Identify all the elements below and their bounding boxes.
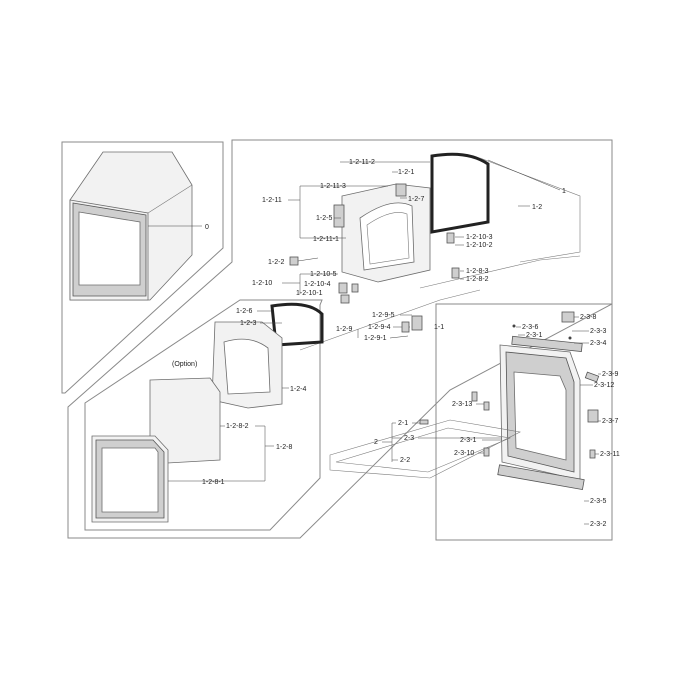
label-2-3-5: 2-3-5 <box>590 498 606 505</box>
small-parts-door-2 <box>419 311 600 459</box>
label-1-2-9-4: 1-2-9-4 <box>368 324 391 331</box>
label-1-2-11-3: 1-2-11-3 <box>320 183 346 190</box>
inner-door-frame <box>333 183 431 331</box>
hinge-plate-outline <box>479 157 581 263</box>
label-1-2-1: 1-2-1 <box>398 169 414 176</box>
label-1-2-10-1: 1-2-10-1 <box>296 290 323 297</box>
hinge-parts-right <box>446 232 460 279</box>
label-option: (Option) <box>172 361 197 368</box>
label-2-3-10: 2-3-10 <box>454 450 474 457</box>
label-1-2-11-1: 1-2-11-1 <box>313 236 339 243</box>
label-1-2-8-1: 1-2-8-1 <box>202 479 225 486</box>
label-1-2-9: 1-2-9 <box>336 326 352 333</box>
label-2-3-11: 2-3-11 <box>600 451 620 458</box>
label-2-3-3: 2-3-3 <box>590 328 606 335</box>
label-2-3-1: 2-3-1 <box>460 437 476 444</box>
label-2-3-13: 2-3-13 <box>452 401 472 408</box>
label-1-2-7: 1-2-7 <box>408 196 424 203</box>
label-1-2-8-2-opt: 1-2-8-2 <box>226 423 249 430</box>
dryer-cabinet <box>69 151 193 301</box>
label-1-2-4: 1-2-4 <box>290 386 306 393</box>
label-1-2-10-4: 1-2-10-4 <box>304 281 331 288</box>
frame-option <box>84 299 323 531</box>
label-1-2-9-1: 1-2-9-1 <box>364 335 387 342</box>
label-1-2-2: 1-2-2 <box>268 259 284 266</box>
door-gasket-option <box>270 302 324 347</box>
label-1-2-5: 1-2-5 <box>316 215 332 222</box>
label-2-3-1-top: 2-3-1 <box>526 332 542 339</box>
label-1-2-11: 1-2-11 <box>262 197 282 204</box>
outer-door-option <box>91 435 169 523</box>
label-1-2-8-3: 1-2-8-3 <box>466 268 489 275</box>
door-gasket-2 <box>329 419 521 479</box>
label-1-2-9-5: 1-2-9-5 <box>372 312 395 319</box>
door-gasket-1 <box>430 152 490 234</box>
label-2-3-4: 2-3-4 <box>590 340 606 347</box>
label-2-3-7: 2-3-7 <box>602 418 618 425</box>
label-1: 1 <box>562 188 566 195</box>
inner-frame-option <box>211 321 283 409</box>
frame-door-2 <box>435 303 613 541</box>
outer-door-2 <box>497 335 585 491</box>
label-1-2: 1-2 <box>532 204 542 211</box>
label-1-2-10-5: 1-2-10-5 <box>310 271 337 278</box>
label-1-2-3: 1-2-3 <box>240 320 256 327</box>
label-1-2-11-2: 1-2-11-2 <box>349 159 375 166</box>
label-1-2-10-2: 1-2-10-2 <box>466 242 493 249</box>
label-2: 2 <box>374 439 378 446</box>
frame-dryer <box>61 141 224 394</box>
label-2-3-9: 2-3-9 <box>602 371 618 378</box>
label-2-2: 2-2 <box>400 457 410 464</box>
label-2-3-6: 2-3-6 <box>522 324 538 331</box>
label-2-3-8: 2-3-8 <box>580 314 596 321</box>
label-0: 0 <box>205 224 209 231</box>
label-2-3-12: 2-3-12 <box>594 382 614 389</box>
label-2-3: 2-3 <box>404 435 414 442</box>
label-1-2-8-2: 1-2-8-2 <box>466 276 489 283</box>
label-2-3-2: 2-3-2 <box>590 521 606 528</box>
label-1-2-8: 1-2-8 <box>276 444 292 451</box>
label-1-1: 1-1 <box>434 324 444 331</box>
label-1-2-6: 1-2-6 <box>236 308 252 315</box>
label-1-2-10-3: 1-2-10-3 <box>466 234 493 241</box>
label-2-1: 2-1 <box>398 420 408 427</box>
label-1-2-10: 1-2-10 <box>252 280 272 287</box>
